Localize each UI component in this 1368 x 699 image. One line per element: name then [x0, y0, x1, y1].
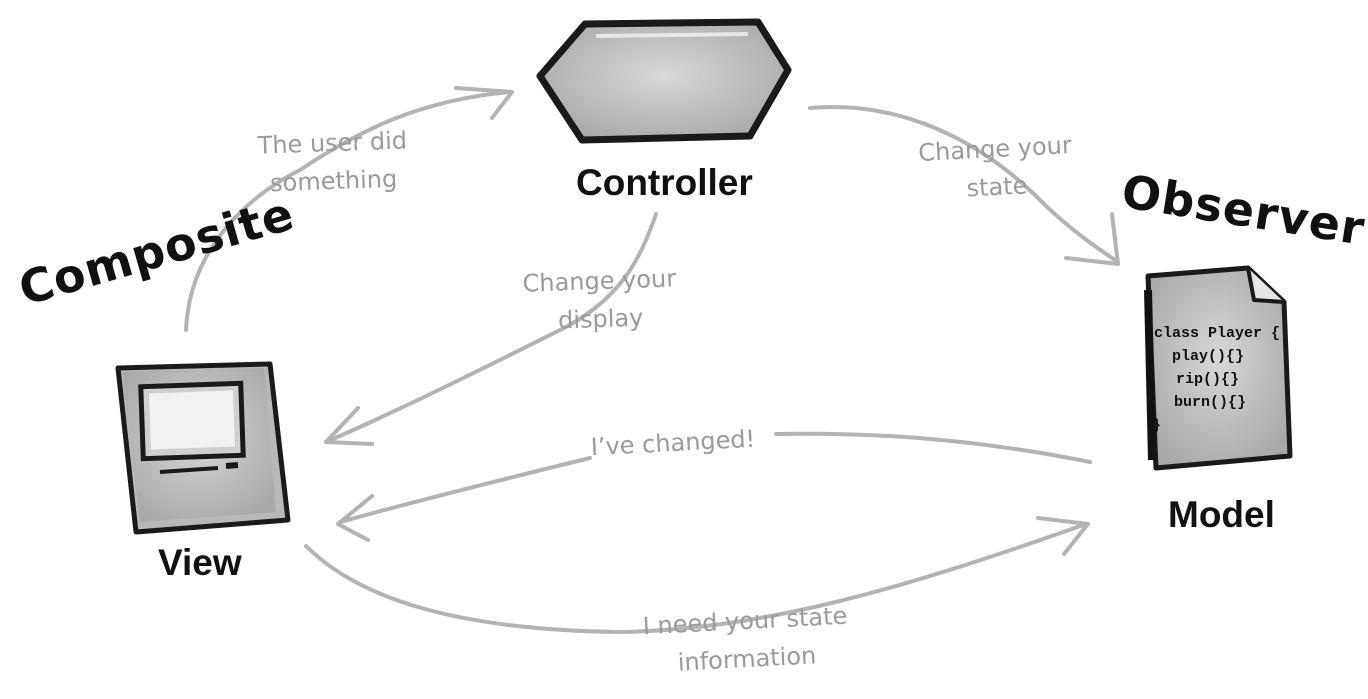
edge-label-user-did-something: The user did something [247, 121, 420, 203]
code-line: play(){} [1172, 348, 1245, 365]
code-line: rip(){} [1176, 371, 1240, 388]
edge-label-line: display [557, 303, 644, 335]
edge-label-change-your-display: Change your display [517, 259, 684, 341]
arrowhead-controller [454, 86, 514, 120]
arrowhead-model-top [1064, 212, 1120, 266]
arrowhead-model-bottom [1036, 516, 1090, 556]
code-line: burn(){} [1174, 394, 1247, 411]
arrow-controller-to-view [324, 212, 658, 444]
edge-label-line: Change your [522, 264, 677, 298]
edge-label-line: something [269, 164, 398, 198]
code-line: } [1152, 417, 1162, 434]
code-line: class Player { [1154, 325, 1281, 342]
arrowhead-view-bottom [336, 494, 374, 542]
model-label: Model [1168, 494, 1275, 535]
edge-label-need-state-info: I need your state information [628, 596, 864, 684]
controller-icon [536, 18, 792, 144]
arrow-model-to-view [338, 431, 1092, 524]
edge-label-change-your-state: Change your state [912, 126, 1080, 210]
edge-label-line: The user did [257, 126, 408, 160]
arrow-view-to-model [304, 522, 1088, 634]
view-computer-icon [115, 361, 291, 535]
arrow-controller-to-model [808, 105, 1120, 264]
controller-label: Controller [576, 162, 753, 203]
arrowhead-view-top [324, 406, 374, 446]
model-document-icon [1144, 265, 1293, 471]
arrow-view-to-controller [184, 90, 512, 332]
view-label: View [158, 542, 242, 583]
